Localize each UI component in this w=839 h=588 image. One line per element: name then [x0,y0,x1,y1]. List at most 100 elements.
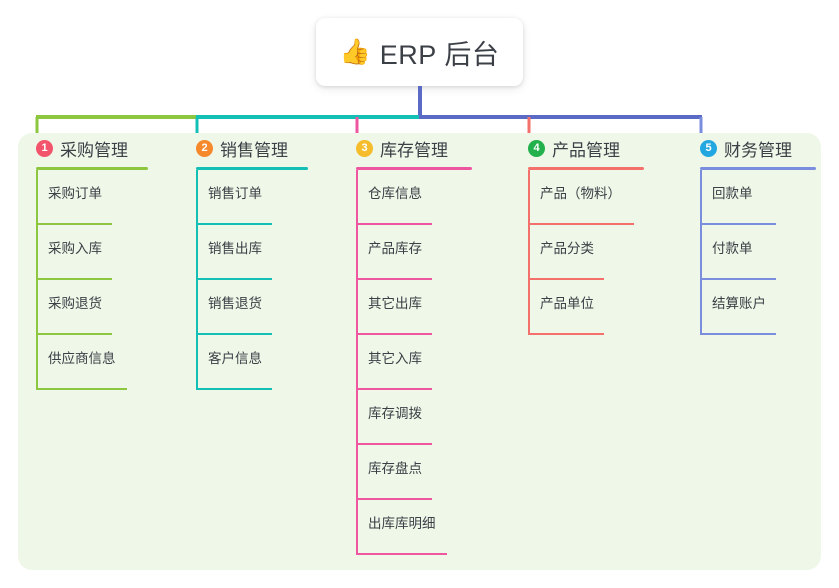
branches-panel: 1 采购管理采购订单采购入库采购退货供应商信息 2 销售管理销售订单销售出库销售退货客… [18,133,821,570]
branch-item-rule [356,223,432,225]
branch-header-5[interactable]: 5 财务管理 [682,133,832,163]
branch-item[interactable]: 销售出库 [178,225,338,280]
branch-item-rule [356,388,432,390]
branch-item[interactable]: 库存调拨 [338,390,510,445]
branch-item-label: 库存盘点 [368,461,422,476]
branch-title-2: 销售管理 [220,140,288,160]
branch-item-rule [528,278,604,280]
branch-item-label: 回款单 [712,186,753,201]
branch-item-rule [36,278,112,280]
branch-title-5: 财务管理 [724,140,792,160]
branch-item-rule [356,443,432,445]
branch-item-label: 采购订单 [48,186,102,201]
branch-item[interactable]: 客户信息 [178,335,338,390]
branch-item[interactable]: 其它入库 [338,335,510,390]
branch-badge-2: 2 [196,139,213,157]
branch-item-label: 采购入库 [48,241,102,256]
branch-header-rule-3 [356,167,472,170]
branch-items-1: 采购订单采购入库采购退货供应商信息 [18,170,178,390]
branch-column-1: 1 采购管理采购订单采购入库采购退货供应商信息 [18,133,178,390]
branch-item[interactable]: 产品库存 [338,225,510,280]
branch-item[interactable]: 其它出库 [338,280,510,335]
branch-item-label: 付款单 [712,241,753,256]
branch-header-2[interactable]: 2 销售管理 [178,133,338,163]
branch-item-rule [528,223,634,225]
branch-item-rule [700,333,776,335]
branch-item-label: 供应商信息 [48,351,116,366]
branch-item-label: 客户信息 [208,351,262,366]
branch-item-label: 销售出库 [208,241,262,256]
branch-header-rule-2 [196,167,308,170]
branch-item[interactable]: 产品（物料） [510,170,682,225]
branch-badge-1: 1 [36,139,53,157]
branch-item-rule [36,388,127,390]
branch-header-3[interactable]: 3 库存管理 [338,133,510,163]
branch-header-rule-4 [528,167,644,170]
branch-spine-1 [36,170,38,390]
branch-title-1: 采购管理 [60,140,128,160]
branch-item-label: 库存调拨 [368,406,422,421]
branch-item-label: 产品（物料） [540,186,621,201]
branch-title-3: 库存管理 [380,140,448,160]
branch-spine-4 [528,170,530,335]
branch-item[interactable]: 产品单位 [510,280,682,335]
root-node-title: ERP 后台 [379,39,500,70]
branch-item-rule [36,333,112,335]
branch-header-rule-1 [36,167,148,170]
branch-column-2: 2 销售管理销售订单销售出库销售退货客户信息 [178,133,338,390]
branch-item-label: 出库库明细 [368,516,436,531]
branch-item-label: 产品单位 [540,296,594,311]
branch-column-4: 4 产品管理产品（物料） 产品分类产品单位 [510,133,682,335]
branch-item-rule [36,223,112,225]
root-node-card[interactable]: 👍 ERP 后台 [316,18,523,86]
branch-item-rule [356,333,432,335]
branch-items-5: 回款单付款单结算账户 [682,170,832,335]
branch-item-label: 产品库存 [368,241,422,256]
branch-item-rule [356,553,447,555]
branch-items-3: 仓库信息产品库存其它出库其它入库库存调拨库存盘点出库库明细 [338,170,510,555]
branch-item-rule [196,388,272,390]
branch-spine-2 [196,170,198,390]
branch-item-rule [196,278,272,280]
branch-item-rule [196,333,272,335]
branch-spine-3 [356,170,358,555]
branch-badge-5: 5 [700,139,717,157]
branch-title-4: 产品管理 [552,140,620,160]
branch-item[interactable]: 回款单 [682,170,832,225]
branch-item[interactable]: 结算账户 [682,280,832,335]
thumbs-up-icon: 👍 [339,37,371,66]
branch-item-label: 结算账户 [712,296,766,311]
branch-item[interactable]: 仓库信息 [338,170,510,225]
branch-item-rule [356,278,432,280]
branch-item-rule [700,223,776,225]
branch-item-label: 仓库信息 [368,186,422,201]
branch-item[interactable]: 销售退货 [178,280,338,335]
branch-item[interactable]: 采购入库 [18,225,178,280]
branch-item[interactable]: 产品分类 [510,225,682,280]
branch-item-label: 产品分类 [540,241,594,256]
branch-item[interactable]: 出库库明细 [338,500,510,555]
branch-item-rule [196,223,272,225]
branch-item-label: 其它出库 [368,296,422,311]
branch-item[interactable]: 采购订单 [18,170,178,225]
branch-item[interactable]: 库存盘点 [338,445,510,500]
branch-items-4: 产品（物料） 产品分类产品单位 [510,170,682,335]
branch-header-rule-5 [700,167,816,170]
branch-item[interactable]: 付款单 [682,225,832,280]
branch-item-rule [528,333,604,335]
branch-items-2: 销售订单销售出库销售退货客户信息 [178,170,338,390]
branch-badge-3: 3 [356,139,373,157]
branch-column-5: 5 财务管理回款单付款单结算账户 [682,133,832,335]
branch-item-label: 其它入库 [368,351,422,366]
branch-item-rule [356,498,432,500]
branch-item[interactable]: 采购退货 [18,280,178,335]
branch-item[interactable]: 供应商信息 [18,335,178,390]
branch-badge-4: 4 [528,139,545,157]
branch-spine-5 [700,170,702,335]
branch-item-label: 销售退货 [208,296,262,311]
branch-item[interactable]: 销售订单 [178,170,338,225]
branch-header-1[interactable]: 1 采购管理 [18,133,178,163]
branch-header-4[interactable]: 4 产品管理 [510,133,682,163]
branch-item-label: 采购退货 [48,296,102,311]
